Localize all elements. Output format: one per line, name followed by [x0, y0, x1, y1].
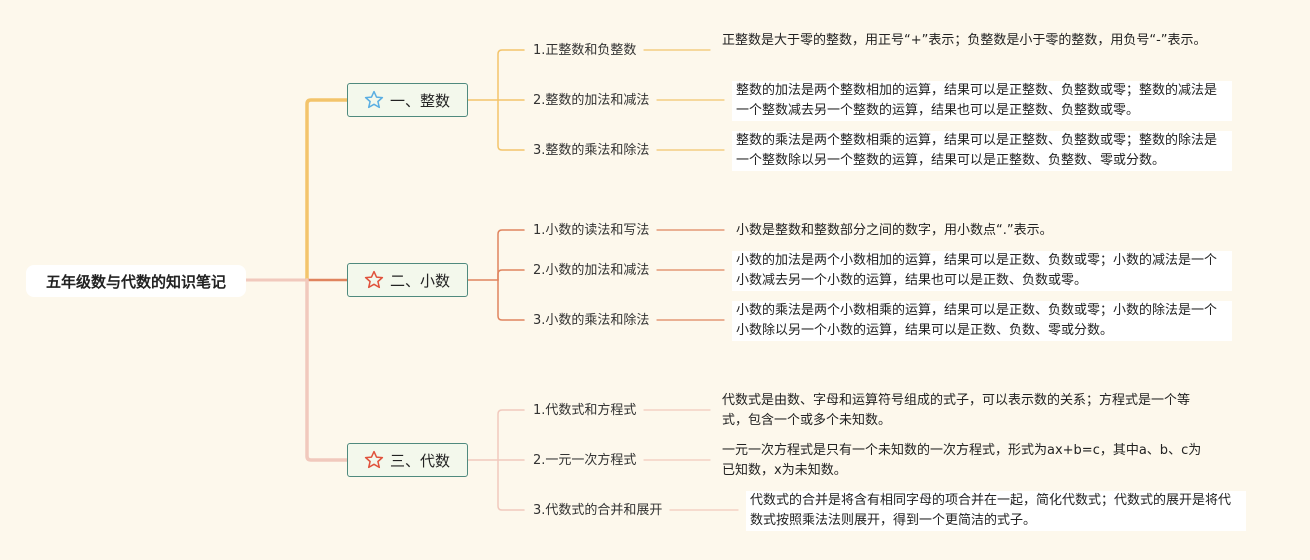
star-outline-icon	[364, 450, 384, 469]
desc-algebra-3: 代数式的合并是将含有相同字母的项合并在一起，简化代数式；代数式的展开是将代数式按…	[746, 491, 1246, 531]
leaf-decimals-1[interactable]: 1.小数的读法和写法	[533, 223, 650, 238]
connector-decimals-leaf-3	[497, 279, 525, 321]
star-outline-icon	[364, 90, 384, 109]
desc-integers-2: 整数的加法是两个整数相加的运算，结果可以是正整数、负整数或零；整数的减法是一个整…	[732, 81, 1232, 121]
connector-branch-algebra	[305, 278, 349, 462]
desc-integers-3: 整数的乘法是两个整数相乘的运算，结果可以是正整数、负整数或零；整数的除法是一个整…	[732, 131, 1232, 171]
branch-algebra[interactable]: 三、代数	[347, 443, 468, 477]
leaf-algebra-1[interactable]: 1.代数式和方程式	[533, 403, 637, 418]
desc-decimals-1: 小数是整数和整数部分之间的数字，用小数点“.”表示。	[736, 223, 1053, 238]
desc-integers-1: 正整数是大于零的整数，用正号“+”表示；负整数是小于零的整数，用负号“-”表示。	[722, 33, 1207, 48]
connector-decimals-leaf-2	[497, 269, 525, 281]
leaf-integers-1[interactable]: 1.正整数和负整数	[533, 43, 637, 58]
desc-algebra-1: 代数式是由数、字母和运算符号组成的式子，可以表示数的关系；方程式是一个等式，包含…	[722, 393, 1191, 428]
leaf-decimals-3[interactable]: 3.小数的乘法和除法	[533, 313, 650, 328]
connector-decimals-leaf-1	[497, 229, 525, 281]
root-topic-label: 五年级数与代数的知识笔记	[45, 272, 226, 291]
connector-branch-integers	[305, 98, 349, 282]
connector-integers-leaf-1	[497, 49, 525, 101]
connector-algebra-leaf-3	[497, 459, 525, 511]
desc-decimals-2: 小数的加法是两个小数相加的运算，结果可以是正数、负数或零；小数的减法是一个小数减…	[732, 251, 1232, 291]
leaf-algebra-3[interactable]: 3.代数式的合并和展开	[533, 503, 663, 518]
root-topic[interactable]: 五年级数与代数的知识笔记	[26, 265, 246, 297]
branch-decimals-label: 二、小数	[390, 271, 451, 290]
leaf-integers-3[interactable]: 3.整数的乘法和除法	[533, 143, 650, 158]
leaf-integers-2[interactable]: 2.整数的加法和减法	[533, 93, 650, 108]
star-outline-icon	[364, 270, 384, 289]
leaf-decimals-2[interactable]: 2.小数的加法和减法	[533, 263, 650, 278]
branch-decimals[interactable]: 二、小数	[347, 263, 468, 297]
desc-algebra-2: 一元一次方程式是只有一个未知数的一次方程式，形式为ax+b=c，其中a、b、c为…	[722, 443, 1202, 478]
leaf-algebra-2[interactable]: 2.一元一次方程式	[533, 453, 637, 468]
connector-algebra-leaf-1	[497, 409, 525, 461]
connector-integers-leaf-3	[497, 99, 525, 151]
branch-integers-label: 一、整数	[390, 91, 451, 110]
branch-algebra-label: 三、代数	[390, 451, 451, 470]
desc-decimals-3: 小数的乘法是两个小数相乘的运算，结果可以是正数、负数或零；小数的除法是一个小数除…	[732, 301, 1232, 341]
branch-integers[interactable]: 一、整数	[347, 83, 468, 117]
